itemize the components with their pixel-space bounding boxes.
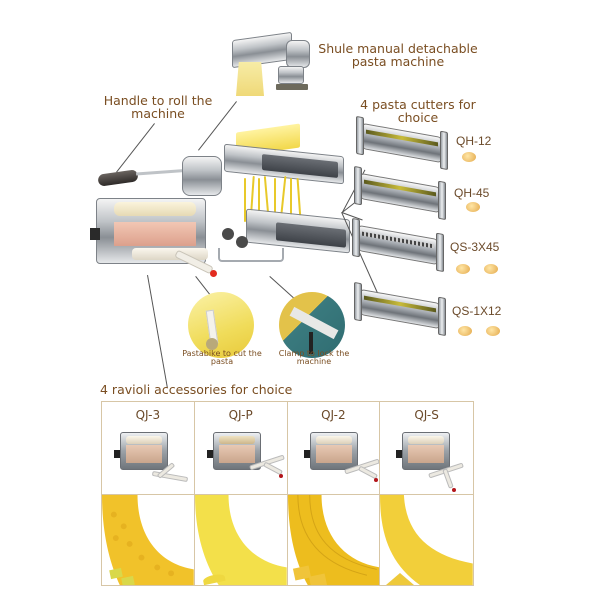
ravioli-sheet-image <box>102 495 195 585</box>
ravioli-sheet-image <box>287 495 381 585</box>
pasta-nest-icon <box>456 264 470 274</box>
pasta-nest-icon <box>486 326 500 336</box>
machine-title-label: Shule manual detachable pasta machine <box>318 42 478 68</box>
ravioli-code: QJ-P <box>228 408 253 422</box>
pasta-nest-icon <box>466 202 480 212</box>
ravioli-sheet-image <box>194 495 288 585</box>
pastabike-label: Pastabike to cut the pasta <box>170 349 274 367</box>
ravioli-code: QJ-S <box>414 408 439 422</box>
machine-title-line-1: Shule manual detachable <box>318 41 478 56</box>
ravioli-leader <box>147 275 168 388</box>
handle-line-2: machine <box>131 106 185 122</box>
clamp-line-2: machine <box>296 357 332 367</box>
ravioli-maker-image <box>206 432 261 470</box>
cutter-code: QH-12 <box>456 134 492 148</box>
clamp-line-1: Clamp to lock the <box>278 349 350 358</box>
ravioli-accessory-card: QJ-2 <box>287 402 381 495</box>
handle-grip <box>97 169 139 187</box>
ravioli-maker-image <box>396 432 451 470</box>
pastabike-detail-image <box>188 292 254 358</box>
cutter-qs-1x12-image <box>354 281 446 337</box>
ravioli-maker-image <box>114 432 168 470</box>
handle-tip <box>210 270 217 277</box>
pasta-nest-icon <box>484 264 498 274</box>
handle-label: Handle to roll the machine <box>96 94 220 120</box>
cutter-qs-3x45-image <box>352 217 444 273</box>
ravioli-code: QJ-3 <box>135 408 161 422</box>
handle-line-1: Handle to roll the <box>103 93 213 108</box>
pastabike-line-2: pasta <box>210 357 234 367</box>
cutter-code: QS-1X12 <box>452 304 502 318</box>
pastabike-line-1: Pastabike to cut the <box>182 349 262 358</box>
cutter-code: QH-45 <box>454 186 490 200</box>
cutters-label: 4 pasta cutters for choice <box>350 98 486 124</box>
ravioli-heading: 4 ravioli accessories for choice <box>100 382 293 397</box>
ravioli-code: QJ-2 <box>321 408 346 422</box>
clamp-detail-image <box>279 292 345 358</box>
machine-title-line-2: pasta machine <box>351 54 445 70</box>
ravioli-accessory-card: QJ-3 <box>102 402 195 495</box>
ravioli-accessory-card: QJ-P <box>194 402 288 495</box>
cutters-line-2: choice <box>397 110 439 126</box>
pasta-nest-icon <box>458 326 472 336</box>
ravioli-maker-image <box>303 432 358 470</box>
ravioli-sheet-image <box>380 495 473 585</box>
small-pasta-machine-image <box>228 31 316 96</box>
pasta-nest-icon <box>462 152 476 162</box>
main-pasta-machine-image <box>90 123 350 280</box>
cutter-code: QS-3X45 <box>450 240 500 254</box>
ravioli-grid: QJ-3 QJ-P QJ-2 QJ-S <box>101 401 474 586</box>
clamp-label: Clamp to lock the machine <box>264 349 364 367</box>
cutter-qh-45-image <box>354 165 446 221</box>
cutters-line-1: 4 pasta cutters for <box>360 97 476 112</box>
ravioli-accessory-card: QJ-S <box>380 402 473 495</box>
